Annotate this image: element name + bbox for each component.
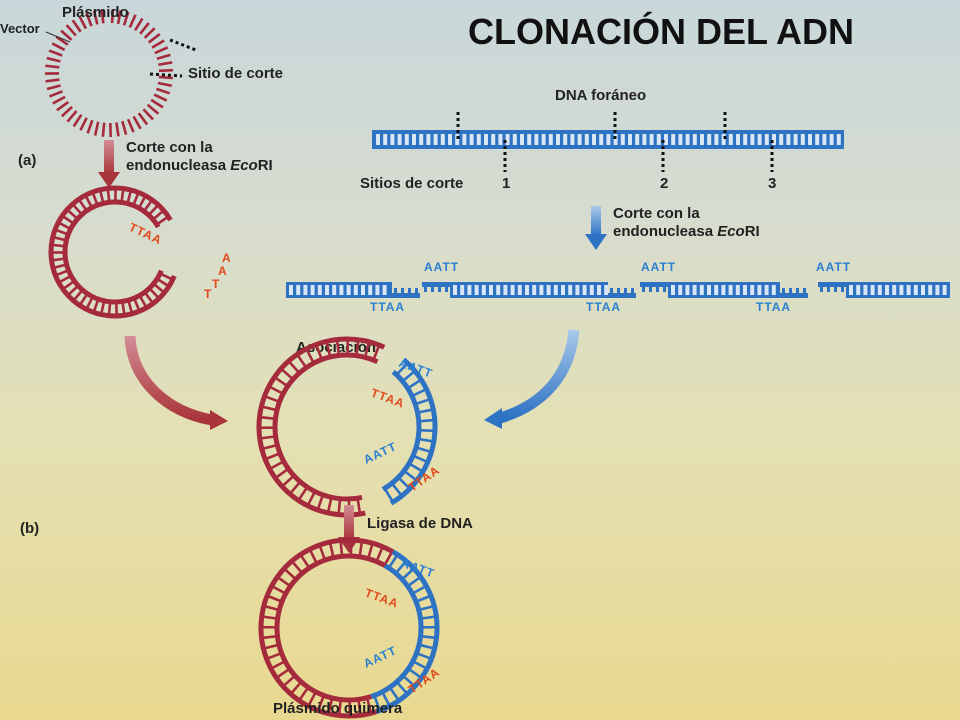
cut-foreign-line2: endonucleasa EcoRI: [613, 223, 760, 240]
cut-site-marker: [149, 38, 197, 78]
svg-text:TTAA: TTAA: [369, 386, 407, 411]
cut-foreign-line1: Corte con la: [613, 205, 700, 222]
cut-sites-label: Sitios de corte: [360, 175, 463, 192]
sticky-end-a2: A: [218, 264, 228, 278]
cut-site-dots: [456, 112, 774, 172]
cut-label-line2: endonucleasa EcoRI: [126, 157, 273, 174]
dna-fragments: [286, 282, 950, 298]
cut-site-3: 3: [768, 175, 776, 192]
plasmid-label: Plásmido: [62, 4, 129, 21]
frag3-aatt: AATT: [816, 260, 851, 274]
frag1-ttaa: TTAA: [586, 300, 621, 314]
cut-site-1: 1: [502, 175, 510, 192]
panel-b-label: (b): [20, 520, 39, 537]
sticky-end-t2: T: [204, 287, 212, 301]
plasmid-opened: [48, 185, 177, 319]
chimera-label: Plásmido quimera: [273, 700, 403, 717]
curved-arrow-red: [124, 335, 228, 430]
curved-arrow-blue: [484, 329, 580, 429]
down-arrow-cut: [98, 140, 120, 188]
cut-label-line1: Corte con la: [126, 139, 213, 156]
plasmid-chimera: [258, 537, 440, 719]
svg-text:AATT: AATT: [361, 439, 399, 467]
sticky-end-t1: T: [212, 277, 220, 291]
vector-pointer: [45, 31, 71, 43]
svg-text:AATT: AATT: [397, 356, 435, 381]
vector-label: Vector: [0, 21, 40, 36]
cut-site-2: 2: [660, 175, 668, 192]
cut-site-label: Sitio de corte: [188, 65, 283, 82]
ligase-label: Ligasa de DNA: [367, 515, 473, 532]
panel-a-label: (a): [18, 152, 36, 169]
frag2-aatt: AATT: [641, 260, 676, 274]
svg-text:TTAA: TTAA: [363, 586, 401, 611]
foreign-dna-label: DNA foráneo: [555, 87, 646, 104]
frag2-ttaa: TTAA: [756, 300, 791, 314]
plasmid-intact: [44, 9, 173, 138]
down-arrow-cut-foreign: [585, 206, 607, 250]
plasmid-association: [256, 336, 438, 518]
frag1-aatt: AATT: [424, 260, 459, 274]
svg-text:AATT: AATT: [361, 643, 399, 671]
foreign-dna-strand: [372, 130, 844, 149]
page-title: CLONACIÓN DEL ADN: [468, 10, 854, 52]
sticky-end-a1: A: [222, 251, 232, 265]
frag0-ttaa: TTAA: [370, 300, 405, 314]
